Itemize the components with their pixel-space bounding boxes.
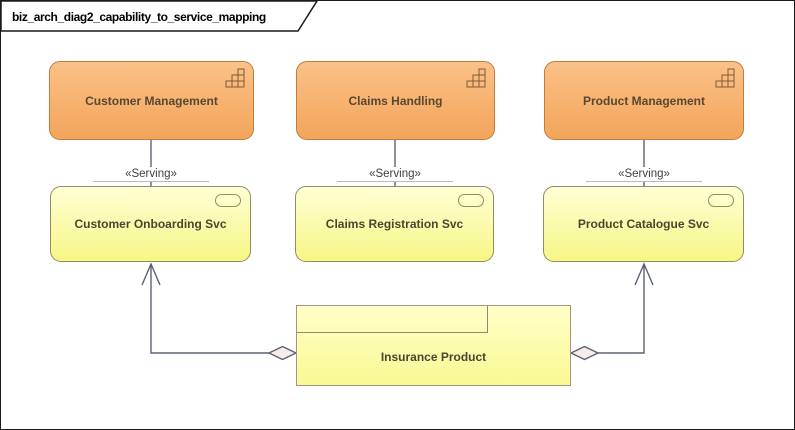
node-label: Insurance Product	[380, 350, 487, 364]
service-node-product-catalogue[interactable]: Product Catalogue Svc	[543, 186, 744, 262]
capability-staircase-icon	[715, 68, 735, 88]
capability-node-customer-management[interactable]: Customer Management	[49, 61, 254, 140]
aggregation-diamond-icon	[569, 345, 600, 361]
node-label: Customer Management	[85, 93, 218, 108]
aggregation-diamond-icon	[267, 345, 298, 361]
aggregation-connector-right[interactable]	[569, 262, 654, 361]
capability-staircase-icon	[466, 68, 486, 88]
product-node-insurance-product[interactable]: Insurance Product	[296, 305, 571, 386]
serving-label-3: «Serving»	[586, 167, 702, 182]
capability-node-product-management[interactable]: Product Management	[544, 61, 744, 140]
node-label: Claims Registration Svc	[325, 217, 464, 231]
capability-staircase-icon	[225, 68, 245, 88]
open-arrowhead-icon	[634, 262, 654, 286]
capability-node-claims-handling[interactable]: Claims Handling	[296, 61, 495, 140]
open-arrowhead-icon	[141, 262, 161, 286]
node-label: Product Catalogue Svc	[577, 217, 710, 231]
service-oval-icon	[215, 194, 241, 207]
node-label: Product Management	[582, 93, 705, 108]
service-node-claims-registration[interactable]: Claims Registration Svc	[295, 186, 494, 262]
serving-label-1: «Serving»	[93, 167, 209, 182]
node-label: Claims Handling	[348, 93, 443, 108]
product-tab-icon	[297, 306, 488, 333]
aggregation-connector-left[interactable]	[141, 262, 298, 361]
node-label: Customer Onboarding Svc	[74, 217, 227, 231]
serving-label-2: «Serving»	[337, 167, 453, 182]
service-oval-icon	[458, 194, 484, 207]
service-oval-icon	[708, 194, 734, 207]
service-node-customer-onboarding[interactable]: Customer Onboarding Svc	[50, 186, 251, 262]
diagram-title: biz_arch_diag2_capability_to_service_map…	[12, 10, 266, 24]
